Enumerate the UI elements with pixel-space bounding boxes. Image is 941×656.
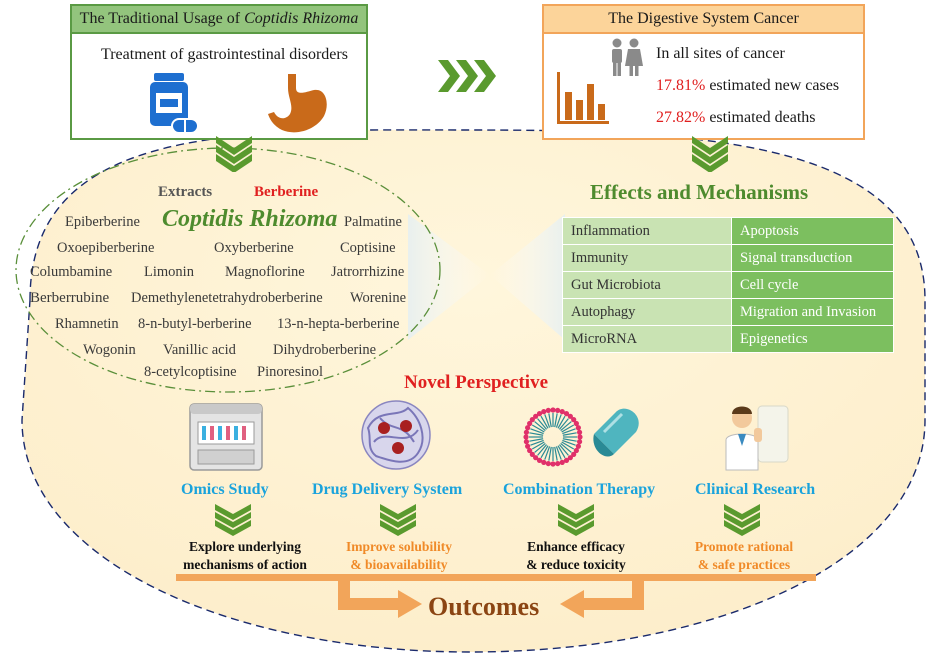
mechanism-left-cell: Gut Microbiota	[562, 271, 732, 299]
omics-machine-icon	[189, 403, 263, 471]
mechanism-left-cell: MicroRNA	[562, 325, 732, 353]
compound-oxoepiberberine: Oxoepiberberine	[57, 240, 155, 256]
digestive-cancer-box: The Digestive System Cancer	[542, 4, 865, 140]
mechanism-left-cell: Immunity	[562, 244, 732, 272]
down-chevron-cancer	[692, 136, 728, 172]
outcomes-bracket	[176, 574, 816, 618]
compound-wogonin: Wogonin	[83, 342, 136, 358]
effects-mechanisms-title: Effects and Mechanisms	[590, 180, 809, 204]
micelle-icon	[523, 407, 583, 467]
compound-worenine: Worenine	[350, 290, 407, 306]
right-arrows-icon	[438, 60, 496, 92]
new-cases-text: 17.81% estimated new cases	[656, 77, 840, 94]
right-wedge	[490, 214, 565, 340]
compound-magnoflorine: Magnoflorine	[225, 264, 305, 280]
doctor-icon	[725, 405, 789, 471]
down-chevron-drug	[380, 504, 416, 536]
outcomes-title: Outcomes	[428, 592, 540, 621]
mechanism-right-cell: Apoptosis	[731, 217, 894, 245]
compound-demethylenetetrahydroberberine: Demethylenetetrahydroberberine	[131, 290, 323, 306]
compound-dihydroberberine: Dihydroberberine	[273, 342, 377, 358]
compound-palmatine: Palmatine	[344, 214, 402, 230]
compound-8-n-butyl-berberine: 8-n-butyl-berberine	[138, 316, 252, 332]
bar-chart-icon	[557, 72, 609, 124]
compound-epiberberine: Epiberberine	[65, 214, 140, 230]
omics-study-label: Omics Study	[181, 481, 269, 498]
coptidis-rhizoma-title: Coptidis Rhizoma	[162, 206, 338, 232]
clinical-outcome: Promote rational& safe practices	[694, 539, 794, 572]
mechanism-right-cell: Signal transduction	[731, 244, 894, 272]
nanoparticle-icon	[361, 400, 431, 470]
compound-limonin: Limonin	[144, 264, 194, 280]
mechanism-right-cell: Cell cycle	[731, 271, 894, 299]
down-chevron-clinical	[724, 504, 760, 536]
extracts-label: Extracts	[158, 184, 213, 200]
cancer-sites-text: In all sites of cancer	[656, 45, 785, 62]
stomach-icon	[268, 74, 327, 133]
mechanism-right-cell: Migration and Invasion	[731, 298, 894, 326]
drug-delivery-label: Drug Delivery System	[312, 481, 463, 498]
capsule-icon	[593, 408, 639, 457]
mechanism-right-cell: Epigenetics	[731, 325, 894, 353]
down-chevron-combination	[558, 504, 594, 536]
mechanism-left-cell: Autophagy	[562, 298, 732, 326]
compound-coptisine: Coptisine	[340, 240, 396, 256]
compound-vanillic-acid: Vanillic acid	[163, 342, 236, 358]
compound-berberrubine: Berberrubine	[30, 290, 110, 306]
digestive-cancer-title: The Digestive System Cancer	[544, 6, 863, 34]
compound-rhamnetin: Rhamnetin	[55, 316, 119, 332]
compound-13-n-hepta-berberine: 13-n-hepta-berberine	[277, 316, 400, 332]
combination-therapy-label: Combination Therapy	[503, 481, 656, 498]
compound-jatrorrhizine: Jatrorrhizine	[331, 264, 405, 280]
clinical-research-label: Clinical Research	[695, 481, 816, 498]
compound-pinoresinol: Pinoresinol	[257, 364, 324, 380]
down-chevron-omics	[215, 504, 251, 536]
drug-outcome: Improve solubility& bioavailability	[346, 539, 452, 572]
medicine-bottle-icon	[150, 73, 199, 134]
berberine-label: Berberine	[254, 184, 319, 200]
mechanism-left-cell: Inflammation	[562, 217, 732, 245]
compound-oxyberberine: Oxyberberine	[214, 240, 294, 256]
down-chevron-traditional	[216, 136, 252, 172]
traditional-usage-title: The Traditional Usage of Coptidis Rhizom…	[72, 6, 366, 34]
combination-outcome: Enhance efficacy& reduce toxicity	[526, 539, 626, 572]
novel-perspective-title: Novel Perspective	[404, 372, 549, 393]
compound-columbamine: Columbamine	[30, 264, 113, 280]
treatment-text: Treatment of gastrointestinal disorders	[101, 46, 348, 63]
people-icon	[612, 38, 643, 76]
compound-8-cetylcoptisine: 8-cetylcoptisine	[144, 364, 237, 380]
deaths-text: 27.82% estimated deaths	[656, 109, 816, 126]
